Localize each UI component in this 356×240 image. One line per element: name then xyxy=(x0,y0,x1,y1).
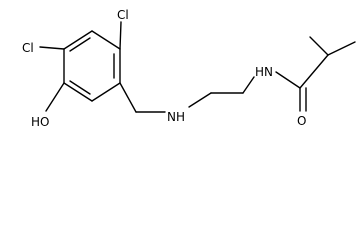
atom-label-cl-left: Cl xyxy=(22,41,34,55)
atom-label-amine: NH xyxy=(167,110,185,124)
atom-label-cl-top: Cl xyxy=(117,8,129,22)
bond-c-cl-top xyxy=(119,21,122,50)
atom-label-oxygen: O xyxy=(297,114,306,128)
bond-carbonyl-ch xyxy=(299,54,329,89)
ring-bond xyxy=(91,82,121,102)
benzene-ring xyxy=(63,30,121,102)
ring-double-bond xyxy=(69,37,91,52)
bond-ch2-hn xyxy=(242,76,255,94)
bond-nh-ch2 xyxy=(188,92,212,108)
atom-label-hydroxyl: HO xyxy=(31,115,49,129)
ring-bond xyxy=(63,82,93,102)
bond-c-ch2 xyxy=(119,82,137,113)
ring-bond xyxy=(91,30,121,50)
ring-double-bond xyxy=(69,80,91,95)
bond-ch-methyl-left xyxy=(309,36,329,56)
bond-hn-carbonyl xyxy=(275,71,301,89)
structure-diagram: Cl Cl HO NH HN O xyxy=(22,8,356,129)
ring-bond xyxy=(63,30,93,50)
bond-ch-methyl-right xyxy=(327,41,356,56)
atom-label-amide-nh: HN xyxy=(255,65,273,79)
bond-c-cl-left xyxy=(39,46,65,50)
bond-c-oh xyxy=(45,82,65,112)
